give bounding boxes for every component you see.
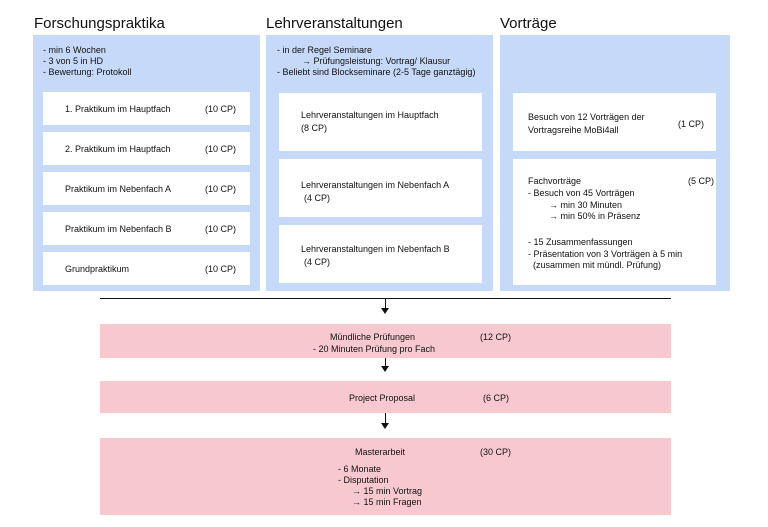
fach-line: - Präsentation von 3 Vorträgen à 5 min <box>528 249 683 259</box>
item-cp: (1 CP) <box>678 119 705 129</box>
arrow-down-icon <box>381 366 389 372</box>
fach-line: → min 50% in Präsenz <box>549 211 641 221</box>
forschung-item-1: 1. Praktikum im Hauptfach (10 CP) <box>43 92 250 125</box>
step-cp: (12 CP) <box>480 332 512 342</box>
item-cp: (10 CP) <box>205 224 237 234</box>
lehr-item-nebenfach-a: Lehrveranstaltungen im Nebenfach A (4 CP… <box>279 159 482 217</box>
item-cp: (10 CP) <box>205 184 237 194</box>
arrow-down-icon <box>381 423 389 429</box>
item-cp: (8 CP) <box>301 123 328 133</box>
fach-line: - Besuch von 45 Vorträgen <box>528 188 635 198</box>
lehrveranstaltungen-panel: - in der Regel Seminare → Prüfungsleistu… <box>266 35 493 291</box>
step-masterarbeit: Masterarbeit (30 CP) - 6 Monate - Disput… <box>100 438 671 515</box>
fach-line: → min 30 Minuten <box>549 200 623 210</box>
item-label: Praktikum im Nebenfach A <box>65 184 172 194</box>
fach-line: (zusammen mit mündl. Prüfung) <box>533 260 662 270</box>
step-title: Project Proposal <box>349 393 416 403</box>
arrow-shaft <box>385 413 386 423</box>
forschung-note: - Bewertung: Protokoll <box>43 67 132 77</box>
item-label: Besuch von 12 Vorträgen der <box>528 112 645 122</box>
item-label: Vortragsreihe MoBi4all <box>528 125 619 135</box>
item-label: Praktikum im Nebenfach B <box>65 224 172 234</box>
item-cp: (4 CP) <box>304 257 331 267</box>
item-label: Lehrveranstaltungen im Nebenfach A <box>301 180 450 190</box>
separator-line <box>100 298 671 299</box>
lehr-note: → Prüfungsleistung: Vortrag/ Klausur <box>302 56 451 66</box>
item-cp: (5 CP) <box>688 176 715 186</box>
forschung-item-2: 2. Praktikum im Hauptfach (10 CP) <box>43 132 250 165</box>
vortraege-box-mobi4all: Besuch von 12 Vorträgen der Vortragsreih… <box>513 93 716 151</box>
item-title: Fachvorträge <box>528 176 582 186</box>
step-title: Masterarbeit <box>355 447 406 457</box>
forschung-note: - 3 von 5 in HD <box>43 56 104 66</box>
forschung-item-4: Praktikum im Nebenfach B (10 CP) <box>43 212 250 245</box>
step-line: → 15 min Fragen <box>352 497 422 507</box>
step-muendliche-pruefungen: Mündliche Prüfungen (12 CP) - 20 Minuten… <box>100 324 671 358</box>
item-label: 1. Praktikum im Hauptfach <box>65 104 171 114</box>
vortraege-box-fachvortraege: Fachvorträge (5 CP) - Besuch von 45 Vort… <box>513 159 716 285</box>
item-label: 2. Praktikum im Hauptfach <box>65 144 171 154</box>
step-line: → 15 min Vortrag <box>352 486 423 496</box>
item-cp: (4 CP) <box>304 193 331 203</box>
vortraege-title: Vorträge <box>500 15 557 32</box>
step-project-proposal: Project Proposal (6 CP) <box>100 381 671 413</box>
step-title: Mündliche Prüfungen <box>330 332 416 342</box>
lehr-note: - in der Regel Seminare <box>277 45 373 55</box>
arrow-shaft <box>385 358 386 366</box>
vortraege-panel: Besuch von 12 Vorträgen der Vortragsreih… <box>500 35 730 291</box>
arrow-down-icon <box>381 308 389 314</box>
step-sub: - 20 Minuten Prüfung pro Fach <box>313 344 436 354</box>
item-label: Lehrveranstaltungen im Hauptfach <box>301 110 439 120</box>
step-cp: (30 CP) <box>480 447 512 457</box>
lehr-item-hauptfach: Lehrveranstaltungen im Hauptfach (8 CP) <box>279 93 482 151</box>
fach-line: - 15 Zusammenfassungen <box>528 237 633 247</box>
step-cp: (6 CP) <box>483 393 510 403</box>
forschung-note: - min 6 Wochen <box>43 45 106 55</box>
step-line: - Disputation <box>338 475 389 485</box>
item-cp: (10 CP) <box>205 104 237 114</box>
lehr-item-nebenfach-b: Lehrveranstaltungen im Nebenfach B (4 CP… <box>279 225 482 283</box>
item-label: Grundpraktikum <box>65 264 130 274</box>
item-label: Lehrveranstaltungen im Nebenfach B <box>301 244 450 254</box>
forschung-item-5: Grundpraktikum (10 CP) <box>43 252 250 285</box>
item-cp: (10 CP) <box>205 144 237 154</box>
forschung-item-3: Praktikum im Nebenfach A (10 CP) <box>43 172 250 205</box>
arrow-shaft <box>385 299 386 308</box>
forschungspraktika-title: Forschungspraktika <box>34 15 165 32</box>
forschungspraktika-panel: - min 6 Wochen - 3 von 5 in HD - Bewertu… <box>33 35 260 291</box>
lehr-note: - Beliebt sind Blockseminare (2-5 Tage g… <box>277 67 476 77</box>
step-line: - 6 Monate <box>338 464 382 474</box>
lehrveranstaltungen-title: Lehrveranstaltungen <box>266 15 403 32</box>
item-cp: (10 CP) <box>205 264 237 274</box>
